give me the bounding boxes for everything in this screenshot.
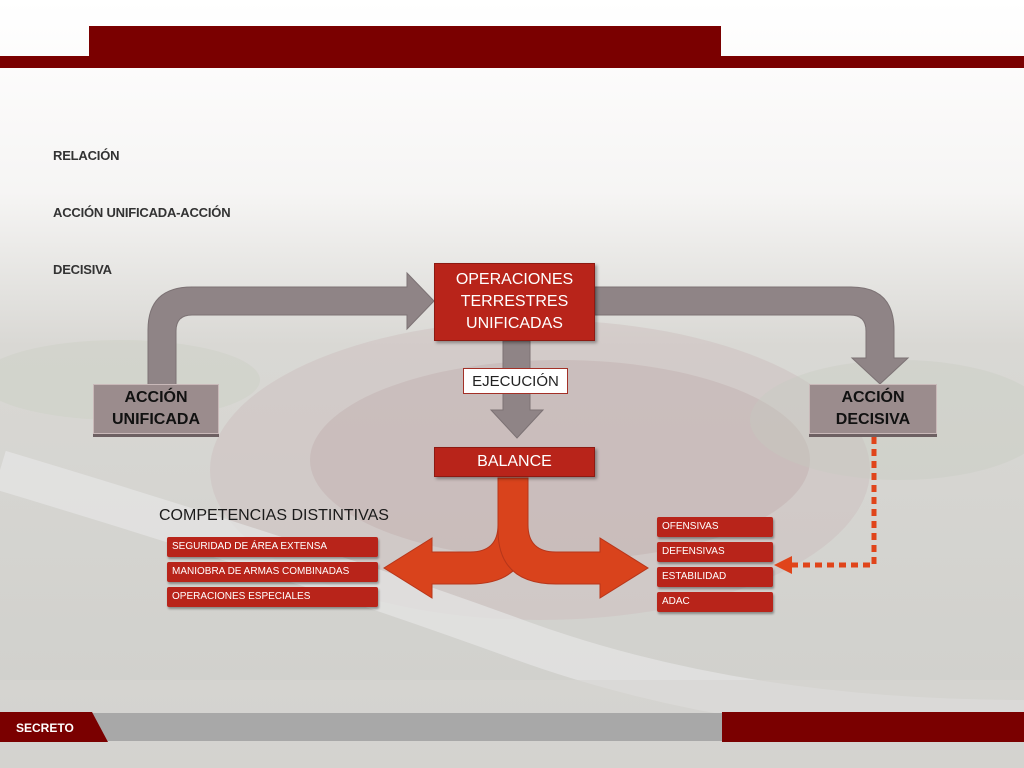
title-line-2: ACCIÓN UNIFICADA-ACCIÓN (53, 205, 231, 220)
arrow-unificada-to-operaciones (147, 271, 435, 386)
footer-gray-bar (92, 713, 722, 741)
accion-decisiva-box: ACCIÓN DECISIVA (809, 384, 937, 434)
title-line-3: DECISIVA (53, 262, 112, 277)
accion-unificada-line-1: ACCIÓN (124, 389, 188, 406)
header-title-bar (89, 26, 721, 68)
competencia-item: MANIOBRA DE ARMAS COMBINADAS (167, 562, 378, 582)
classification-tab (0, 712, 108, 742)
tarea-item: DEFENSIVAS (657, 542, 773, 562)
accion-decisiva-line-1: ACCIÓN (841, 389, 905, 406)
tarea-item: OFENSIVAS (657, 517, 773, 537)
ejecucion-label: EJECUCIÓN (463, 368, 568, 394)
competencia-item: OPERACIONES ESPECIALES (167, 587, 378, 607)
arrow-balance-right (497, 477, 649, 599)
competencias-title: COMPETENCIAS DISTINTIVAS (159, 507, 389, 524)
operaciones-line-3: UNIFICADAS (466, 315, 563, 332)
accion-unificada-box: ACCIÓN UNIFICADA (93, 384, 219, 434)
balance-box: BALANCE (434, 447, 595, 477)
accion-unificada-line-2: UNIFICADA (112, 411, 200, 428)
dotted-arrow-head (774, 556, 792, 574)
title-line-1: RELACIÓN (53, 148, 120, 163)
competencia-item: SEGURIDAD DE ÁREA EXTENSA (167, 537, 378, 557)
operaciones-box: OPERACIONES TERRESTRES UNIFICADAS (434, 263, 595, 341)
arrow-operaciones-to-decisiva (594, 286, 910, 385)
operaciones-line-1: OPERACIONES (455, 271, 574, 288)
footer-red-bar (722, 712, 1024, 742)
tarea-item: ADAC (657, 592, 773, 612)
accion-decisiva-line-2: DECISIVA (835, 411, 911, 428)
classification-label: SECRETO (16, 721, 74, 735)
tarea-item: ESTABILIDAD (657, 567, 773, 587)
operaciones-line-2: TERRESTRES (460, 293, 569, 310)
dotted-arrow-decisiva (790, 437, 877, 568)
